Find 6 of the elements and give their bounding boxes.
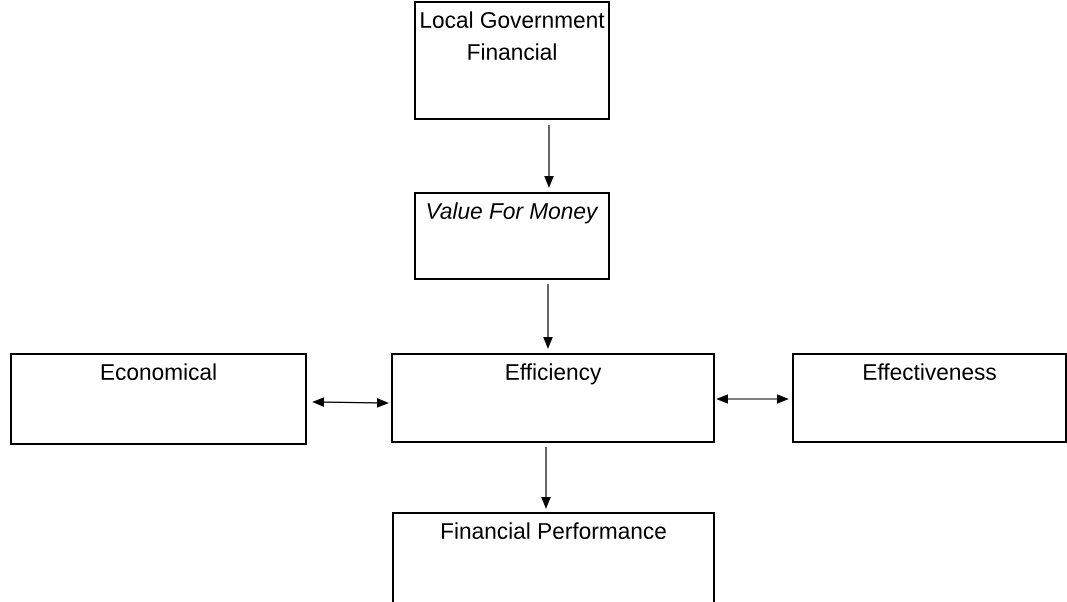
process-box: Financial Performance (392, 512, 715, 602)
process-box: Value For Money (414, 192, 610, 280)
process-box: Effectiveness (792, 353, 1067, 443)
process-box: Economical (10, 353, 307, 445)
process-box: Local Government Financial (414, 1, 610, 120)
process-box: Efficiency (391, 353, 715, 443)
